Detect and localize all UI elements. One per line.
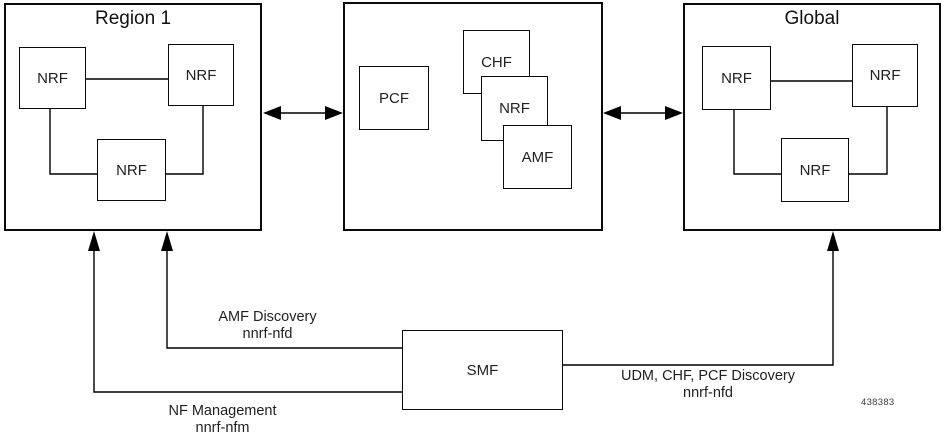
udm-discovery-arrowhead	[827, 231, 839, 251]
region1-title: Region 1	[94, 8, 172, 29]
global-title: Global	[784, 8, 840, 29]
global-nrf-node-bottom: NRF	[781, 138, 849, 202]
nf-management-line	[93, 246, 402, 393]
udm-discovery-label-line1: UDM, CHF, PCF Discovery	[620, 368, 795, 384]
global-link-left-bottom	[733, 110, 781, 175]
pcf-node: PCF	[359, 66, 429, 130]
nf-management-label: NF Management nnrf-nfm	[140, 403, 305, 437]
region1-center-arrowhead-right	[325, 106, 343, 120]
region1-nrf-node-top-right: NRF	[168, 44, 234, 106]
amf-discovery-line	[166, 246, 402, 349]
r1-link-left-bottom	[49, 109, 97, 175]
amf-discovery-label-line1: AMF Discovery	[218, 309, 317, 325]
global-link-right-bottom	[849, 107, 888, 175]
nf-management-arrowhead	[88, 231, 100, 251]
region1-nrf-node-top-left: NRF	[19, 47, 86, 109]
smf-node: SMF	[402, 330, 563, 410]
global-nrf-node-top-left: NRF	[702, 46, 771, 110]
figure-number: 438383	[861, 397, 895, 408]
region1-center-arrowhead-left	[263, 106, 281, 120]
r1-link-right-bottom	[166, 106, 204, 175]
amf-discovery-label-line2: nnrf-nfd	[242, 326, 293, 342]
udm-discovery-label-line2: nnrf-nfd	[683, 385, 733, 401]
udm-discovery-label: UDM, CHF, PCF Discovery nnrf-nfd	[608, 368, 808, 402]
amf-discovery-arrowhead	[161, 231, 173, 251]
udm-discovery-line	[563, 246, 834, 366]
amf-node: AMF	[503, 125, 572, 189]
region1-panel: Region 1 NRF NRF NRF	[4, 3, 262, 231]
amf-discovery-label: AMF Discovery nnrf-nfd	[185, 309, 350, 343]
center-global-arrowhead-right	[665, 106, 683, 120]
center-cluster-panel: PCF CHF NRF AMF	[343, 2, 603, 231]
center-global-arrowhead-left	[603, 106, 621, 120]
nf-management-label-line1: NF Management	[168, 403, 277, 419]
global-panel: Global NRF NRF NRF	[683, 3, 941, 231]
global-nrf-node-top-right: NRF	[852, 44, 918, 107]
nf-management-label-line2: nnrf-nfm	[195, 420, 250, 436]
region1-nrf-node-bottom: NRF	[97, 139, 166, 201]
